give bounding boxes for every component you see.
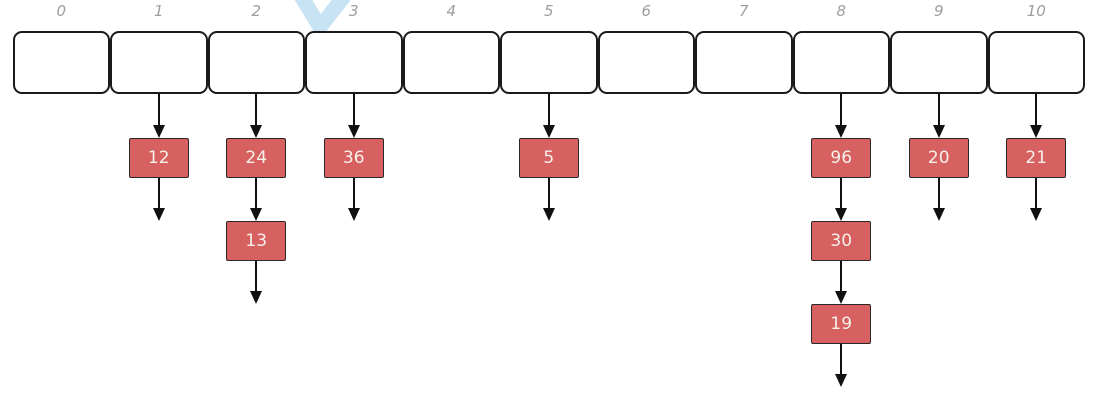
bucket-cell-2 <box>207 31 305 94</box>
arrow-head-icon <box>250 208 263 221</box>
node-to-node-arrow <box>835 261 848 304</box>
null-terminator-arrow <box>347 178 360 221</box>
arrow-shaft <box>937 178 940 210</box>
arrow-head-icon <box>1030 125 1043 138</box>
arrow-head-icon <box>250 291 263 304</box>
arrow-head-icon <box>250 125 263 138</box>
arrow-head-icon <box>152 208 165 221</box>
bucket-index-label: 3 <box>348 2 359 20</box>
bucket-index-label: 8 <box>836 2 847 20</box>
chain-node: 19 <box>811 304 872 344</box>
bucket-cell-7 <box>695 31 793 94</box>
chain-node: 12 <box>128 138 189 178</box>
bucket-to-node-arrow <box>932 94 945 138</box>
null-terminator-arrow <box>250 261 263 304</box>
arrow-shaft <box>255 261 258 293</box>
bucket-index-label: 7 <box>738 2 749 20</box>
bucket-index-label: 9 <box>933 2 944 20</box>
null-terminator-arrow <box>1030 178 1043 221</box>
arrow-shaft <box>352 94 355 127</box>
chain-node: 21 <box>1006 138 1067 178</box>
bucket-index-label: 10 <box>1026 2 1046 20</box>
arrow-head-icon <box>835 374 848 387</box>
arrow-head-icon <box>152 125 165 138</box>
bucket-to-node-arrow <box>152 94 165 138</box>
bucket-to-node-arrow <box>835 94 848 138</box>
arrow-head-icon <box>542 208 555 221</box>
arrow-shaft <box>937 94 940 127</box>
bucket-cell-10 <box>987 31 1085 94</box>
bucket-cell-3 <box>305 31 403 94</box>
arrow-shaft <box>157 178 160 210</box>
arrow-head-icon <box>347 208 360 221</box>
bucket-to-node-arrow <box>250 94 263 138</box>
arrow-head-icon <box>1030 208 1043 221</box>
arrow-shaft <box>157 94 160 127</box>
chain-node: 5 <box>518 138 579 178</box>
bucket-index-label: 5 <box>543 2 554 20</box>
arrow-shaft <box>1035 94 1038 127</box>
null-terminator-arrow <box>932 178 945 221</box>
arrow-head-icon <box>932 125 945 138</box>
bucket-cell-8 <box>792 31 890 94</box>
bucket-cell-6 <box>597 31 695 94</box>
arrow-head-icon <box>835 208 848 221</box>
chain-node: 30 <box>811 221 872 261</box>
arrow-shaft <box>840 94 843 127</box>
arrow-shaft <box>255 94 258 127</box>
arrow-head-icon <box>347 125 360 138</box>
arrow-shaft <box>352 178 355 210</box>
chain-node: 96 <box>811 138 872 178</box>
bucket-to-node-arrow <box>347 94 360 138</box>
null-terminator-arrow <box>542 178 555 221</box>
bucket-index-label: 6 <box>641 2 652 20</box>
chain-node: 20 <box>908 138 969 178</box>
arrow-shaft <box>255 178 258 210</box>
null-terminator-arrow <box>152 178 165 221</box>
arrow-shaft <box>1035 178 1038 210</box>
chain-node: 24 <box>226 138 287 178</box>
bucket-index-label: 1 <box>153 2 164 20</box>
arrow-head-icon <box>932 208 945 221</box>
bucket-cell-1 <box>110 31 208 94</box>
arrow-shaft <box>547 94 550 127</box>
bucket-cell-0 <box>12 31 110 94</box>
arrow-shaft <box>840 344 843 376</box>
arrow-head-icon <box>542 125 555 138</box>
chain-node: 13 <box>226 221 287 261</box>
bucket-index-label: 0 <box>56 2 67 20</box>
bucket-cell-5 <box>500 31 598 94</box>
arrow-head-icon <box>835 125 848 138</box>
bucket-cell-9 <box>890 31 988 94</box>
node-to-node-arrow <box>250 178 263 221</box>
node-to-node-arrow <box>835 178 848 221</box>
arrow-shaft <box>840 261 843 293</box>
arrow-shaft <box>840 178 843 210</box>
null-terminator-arrow <box>835 344 848 387</box>
arrow-shaft <box>547 178 550 210</box>
bucket-index-label: 4 <box>446 2 457 20</box>
arrow-head-icon <box>835 291 848 304</box>
bucket-to-node-arrow <box>1030 94 1043 138</box>
bucket-index-label: 2 <box>251 2 262 20</box>
chain-node: 36 <box>323 138 384 178</box>
bucket-to-node-arrow <box>542 94 555 138</box>
bucket-cell-4 <box>402 31 500 94</box>
